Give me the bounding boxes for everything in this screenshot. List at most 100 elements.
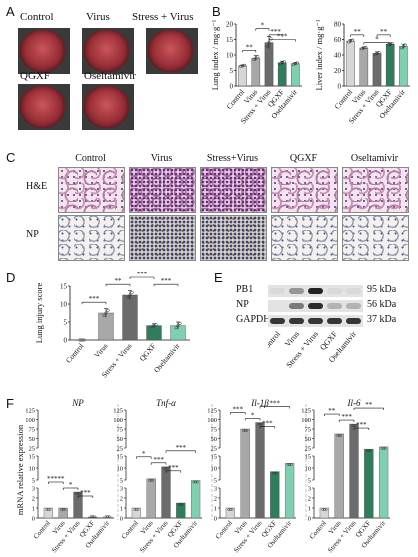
data-point [82,338,86,342]
bar-virus [359,47,369,87]
panel-d-label: D [6,270,16,285]
data-point [181,503,184,506]
y-tick-label: 15 [117,453,124,460]
histology-column-label: Stress+Virus [206,153,259,164]
lung-photo-control [20,30,65,72]
data-point [367,449,371,452]
bar-control [238,65,247,87]
x-tick-label: Control [120,519,140,541]
significance-label: *** [233,406,244,414]
y-tick-label: 10 [117,465,124,472]
significance-label: *** [176,444,187,452]
y-tick-label: 75 [29,426,36,433]
bar-qgxf [146,325,162,341]
y-tick-label: 20 [226,21,234,29]
significance-label: *** [137,272,148,278]
data-point [194,480,197,484]
y-axis-label: Lung index / mg·g⁻¹ [210,19,220,90]
blot-row-label: GAPDH [236,314,271,325]
blot-row-pb1 [268,285,363,297]
bar-il-1-virus [240,428,250,519]
significance-label: *** [80,489,91,497]
histology-image-np-control [58,215,125,261]
bar-il-6-control [319,507,330,519]
significance-label: *** [89,295,100,303]
data-point [323,508,326,511]
y-tick-label: 3 [120,485,123,492]
data-point [286,463,290,467]
blot-band [270,288,285,294]
y-tick-label: 5 [32,477,35,484]
data-point [78,338,82,342]
blot-band [327,303,342,309]
y-tick-label: 50 [305,436,312,443]
histology-image-np-virus [129,215,196,261]
data-point [254,56,258,60]
data-point [135,508,138,511]
histology-column-label: Virus [150,153,173,164]
bar-tnf-virus [146,478,156,519]
y-tick-label: 25 [211,445,218,452]
data-point [75,492,78,495]
y-tick-label: 1 [32,505,35,512]
y-tick-label: 1 [308,505,311,512]
significance-label: * [375,36,379,44]
lung-photo-label: Virus [86,11,110,23]
bar-il-6-qgxf [364,448,374,519]
y-tick-label: 0 [338,83,342,91]
y-tick-label: 40 [334,52,342,60]
data-point [136,508,140,511]
y-tick-label: 75 [211,426,218,433]
data-point [149,478,153,482]
bar-np-stress-virus [73,491,83,519]
data-point [260,422,263,426]
significance-label: ***** [47,475,65,483]
data-point [352,424,356,427]
data-point [273,471,277,475]
histology-row-label: NP [26,229,39,240]
y-tick-label: 10 [211,465,218,472]
bar-virus [251,57,261,87]
data-point [245,429,249,432]
bar-np-virus [58,507,68,519]
y-tick-label: 10 [226,52,234,60]
data-point [252,58,256,62]
y-tick-label: 50 [29,436,36,443]
significance-label: *** [270,28,281,36]
data-point [380,447,384,450]
data-point [154,322,158,327]
bar-il-1-stress-virus [255,422,265,519]
bar-il-1-oseltamivir [284,462,295,519]
gene-title: NP [71,398,84,408]
data-point [166,466,169,470]
x-tick-label: Control [64,342,86,365]
y-tick-label: 1 [120,505,123,512]
lung-photo-virus [84,30,129,72]
data-point [257,422,260,426]
y-tick-label: 100 [25,417,35,424]
histology-column-label: Oseltamivir [350,153,399,164]
panel-a-label: A [6,4,15,19]
data-point [269,37,273,41]
data-point [78,492,81,495]
data-point [192,480,196,484]
blot-size-label: 37 kDa [367,314,397,325]
panel-f-label: F [6,396,14,411]
data-point [104,311,108,315]
bar-oseltamivir [291,63,300,87]
y-tick-label: 15 [226,36,234,44]
data-point [130,290,134,294]
data-point [390,41,394,46]
data-point [229,508,232,511]
y-tick-label: 10 [305,465,312,472]
y-tick-label: 25 [29,445,36,452]
histology-image-np-oseltamivir [342,215,409,261]
significance-label: *** [356,421,367,429]
y-tick-label: 75 [117,426,124,433]
y-tick-label: 2 [32,495,35,502]
bar-il-1-qgxf [270,471,280,519]
significance-label: *** [277,33,288,41]
blot-band [308,303,323,309]
blot-band [327,288,342,294]
